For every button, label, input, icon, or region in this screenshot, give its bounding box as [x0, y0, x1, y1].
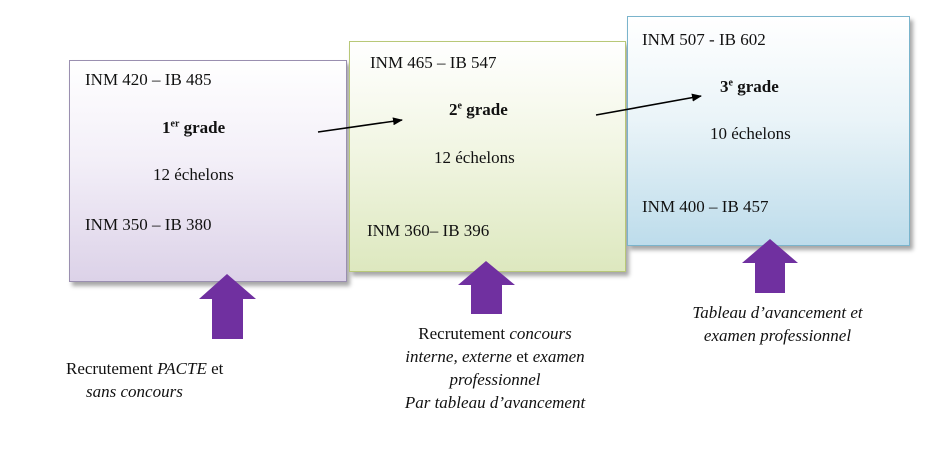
grade-1-title: 1er grade [162, 118, 225, 138]
grade-2-bottom-index: INM 360– IB 396 [367, 221, 490, 240]
caption-3-line-2: examen professionnel [650, 324, 905, 347]
grade-2-echelons: 12 échelons [434, 148, 515, 167]
caption-2-italic-5: Par tableau d’avancement [404, 393, 586, 412]
caption-2-italic-2: interne, externe [405, 347, 512, 366]
caption-3-line-1: Tableau d’avancement et [650, 301, 905, 324]
grade-1-word: grade [179, 118, 226, 137]
grade-3-title: 3e grade [720, 77, 779, 97]
caption-1-mid: et [206, 359, 224, 378]
grade-3-ordinal: e [728, 77, 733, 89]
grade-2-number: 2 [449, 100, 458, 119]
caption-1-prefix: Recrutement [66, 359, 158, 378]
grade-3-number: 3 [720, 77, 729, 96]
progression-arrow-2-to-3 [595, 93, 702, 116]
grade-3-word: grade [732, 77, 779, 96]
caption-1-line-2: sans concours [60, 380, 270, 403]
caption-grade-3: Tableau d’avancement et examen professio… [650, 301, 905, 347]
recruitment-up-arrow-1 [199, 274, 256, 339]
grade-2-box: INM 465 – IB 547 2e grade 12 échelons IN… [349, 41, 626, 272]
caption-2-italic-3: examen [532, 347, 585, 366]
grade-1-number: 1 [162, 118, 171, 137]
grade-1-top-index: INM 420 – IB 485 [85, 70, 212, 89]
caption-2-italic: concours [509, 324, 572, 343]
grade-1-ordinal: er [170, 118, 180, 130]
grade-2-top-index: INM 465 – IB 547 [370, 53, 497, 72]
grade-1-bottom-index: INM 350 – IB 380 [85, 215, 212, 234]
caption-2-prefix: Recrutement [418, 324, 510, 343]
grade-2-word: grade [461, 100, 508, 119]
recruitment-up-arrow-2 [458, 261, 515, 314]
caption-3-italic-2: examen professionnel [703, 326, 852, 345]
caption-2-line-1: Recrutement concours [366, 322, 624, 345]
caption-grade-2: Recrutement concours interne, externe et… [366, 322, 624, 414]
grade-3-top-index: INM 507 - IB 602 [642, 30, 766, 49]
grade-2-ordinal: e [457, 100, 462, 112]
caption-2-line-4: Par tableau d’avancement [366, 391, 624, 414]
caption-1-italic: PACTE [157, 359, 207, 378]
grade-1-echelons: 12 échelons [153, 165, 234, 184]
caption-1-italic-2: sans concours [86, 382, 183, 401]
caption-2-and: et [511, 347, 533, 366]
grade-3-bottom-index: INM 400 – IB 457 [642, 197, 769, 216]
grade-3-echelons: 10 échelons [710, 124, 791, 143]
caption-1-line-1: Recrutement PACTE et [60, 357, 270, 380]
caption-grade-1: Recrutement PACTE et sans concours [60, 357, 270, 403]
caption-2-line-2: interne, externe et examen [366, 345, 624, 368]
grade-3-box: INM 507 - IB 602 3e grade 10 échelons IN… [627, 16, 910, 246]
grade-2-title: 2e grade [449, 100, 508, 120]
caption-3-italic-1: Tableau d’avancement et [692, 303, 863, 322]
caption-2-italic-4: professionnel [449, 370, 541, 389]
grade-1-box: INM 420 – IB 485 1er grade 12 échelons I… [69, 60, 347, 282]
caption-2-line-3: professionnel [366, 368, 624, 391]
recruitment-up-arrow-3 [742, 239, 798, 293]
progression-arrow-1-to-2 [317, 117, 403, 133]
